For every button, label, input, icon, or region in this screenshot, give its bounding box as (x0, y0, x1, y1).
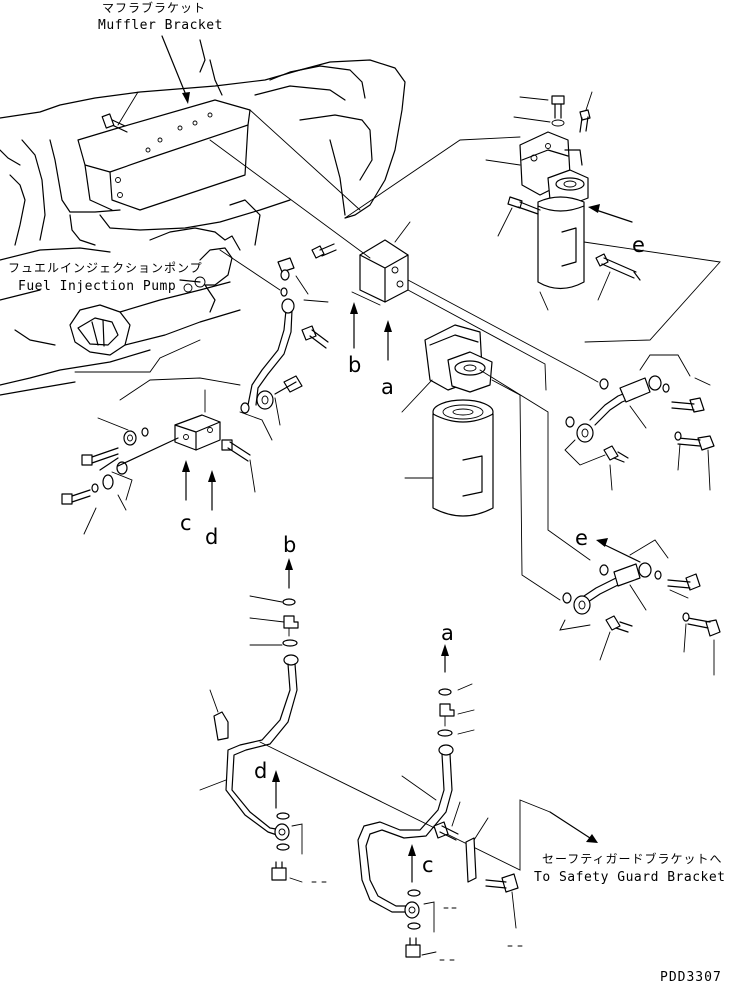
upper-junction-block (351, 221, 411, 306)
arrow-a-upper: a (381, 320, 394, 399)
arrow-a-lower: a (441, 621, 454, 673)
letter-b-lower: b (283, 533, 296, 557)
leader-lines (74, 109, 721, 601)
upper-filter-assembly: e (485, 91, 645, 311)
letter-c-lower: c (422, 853, 434, 877)
right-fittings-lower: e (559, 526, 721, 676)
lower-left-pipe-assembly: d (199, 598, 327, 883)
lower-right-pipe-assembly: c (357, 683, 523, 961)
right-fittings-upper (564, 354, 715, 491)
muffler-bracket-jp: マフラブラケット (102, 0, 206, 15)
lower-left-leader-stubs (249, 595, 285, 646)
fuel-pump-en: Fuel Injection Pump (18, 279, 176, 294)
fuel-pump-label: フュエルインジェクションポンプ Fuel Injection Pump (8, 261, 203, 294)
letter-d-upper: d (205, 525, 218, 549)
letter-c-upper: c (180, 511, 192, 535)
letter-e-mid: e (575, 526, 588, 550)
left-hose (239, 243, 337, 441)
muffler-bracket-label: マフラブラケット Muffler Bracket (98, 0, 223, 104)
fuel-pump-jp: フュエルインジェクションポンプ (8, 261, 203, 275)
left-junction-block: c d (174, 389, 256, 549)
safety-guard-jp: セーフティガードブラケットへ (542, 851, 723, 866)
safety-guard-leader (259, 741, 598, 871)
muffler-bracket-en: Muffler Bracket (98, 18, 223, 33)
arrow-b-upper: b (348, 302, 361, 377)
muffler-bracket (77, 91, 251, 211)
center-filter-assembly (401, 324, 494, 517)
fuel-injection-pump (69, 199, 281, 356)
engine-block (0, 39, 406, 396)
left-fittings (61, 417, 179, 535)
safety-guard-en: To Safety Guard Bracket (534, 870, 726, 885)
letter-a-upper: a (381, 375, 394, 399)
letter-a-lower: a (441, 621, 454, 645)
letter-b-upper: b (348, 353, 361, 377)
letter-d-lower: d (254, 759, 267, 783)
safety-guard-label: セーフティガードブラケットへ To Safety Guard Bracket (534, 851, 726, 885)
letter-e-upper: e (632, 233, 645, 257)
arrow-b-lower: b (283, 533, 296, 589)
figure-code: PDD3307 (660, 970, 722, 985)
